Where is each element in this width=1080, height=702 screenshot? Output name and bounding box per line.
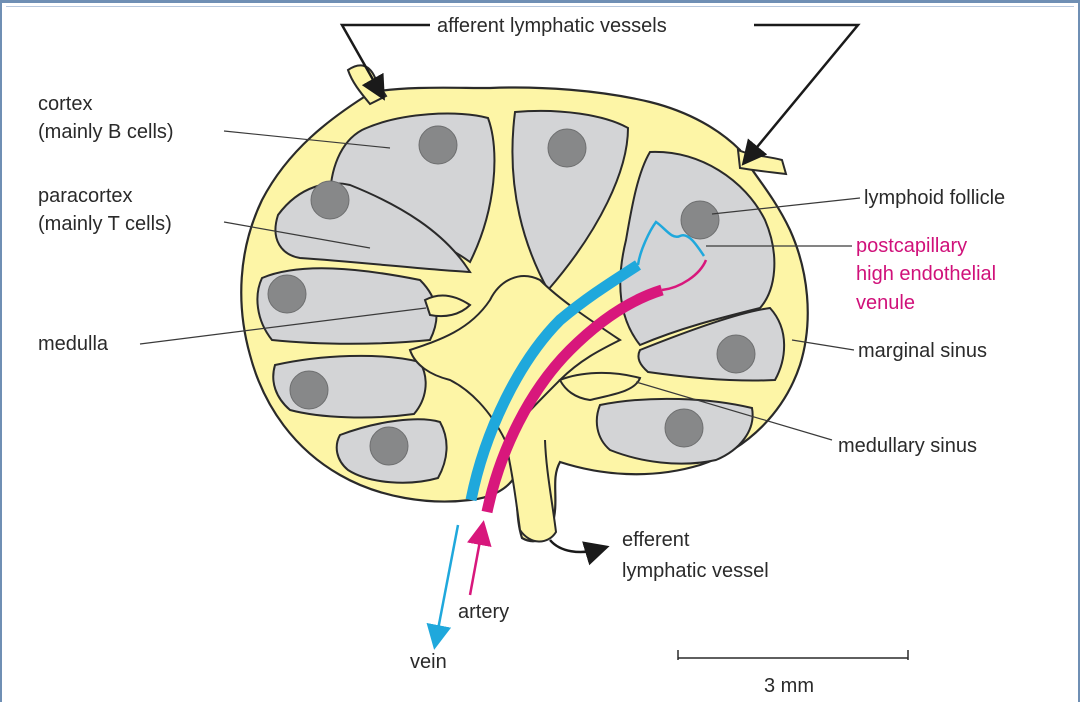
scale-bar [678, 650, 908, 660]
follicle [268, 275, 306, 313]
label-efferent-line2: lymphatic vessel [622, 560, 769, 582]
follicle [681, 201, 719, 239]
label-scale: 3 mm [764, 675, 814, 697]
label-medulla: medulla [38, 333, 109, 355]
label-hev-line3: venule [856, 292, 915, 314]
label-paracortex-line1: paracortex [38, 185, 133, 207]
vein-arrow [436, 525, 458, 640]
label-afferent-lymphatic-vessels: afferent lymphatic vessels [437, 15, 667, 37]
follicle [717, 335, 755, 373]
follicle [665, 409, 703, 447]
follicle [548, 129, 586, 167]
label-hev-line2: high endothelial [856, 263, 996, 285]
label-hev-line1: postcapillary [856, 235, 967, 257]
follicle [290, 371, 328, 409]
label-medullary-sinus: medullary sinus [838, 435, 977, 457]
label-marginal-sinus: marginal sinus [858, 340, 987, 362]
artery-arrow [470, 530, 482, 595]
label-lymphoid-follicle: lymphoid follicle [864, 187, 1005, 209]
afferent-pointer-right [748, 25, 858, 158]
label-cortex-line2: (mainly B cells) [38, 121, 174, 143]
follicle [370, 427, 408, 465]
label-artery: artery [458, 601, 509, 623]
follicle [311, 181, 349, 219]
label-cortex-line1: cortex [38, 93, 92, 115]
label-vein: vein [410, 651, 447, 673]
efferent-arrow [550, 540, 600, 552]
label-efferent-line1: efferent [622, 529, 690, 551]
follicle [419, 126, 457, 164]
label-paracortex-line2: (mainly T cells) [38, 213, 172, 235]
